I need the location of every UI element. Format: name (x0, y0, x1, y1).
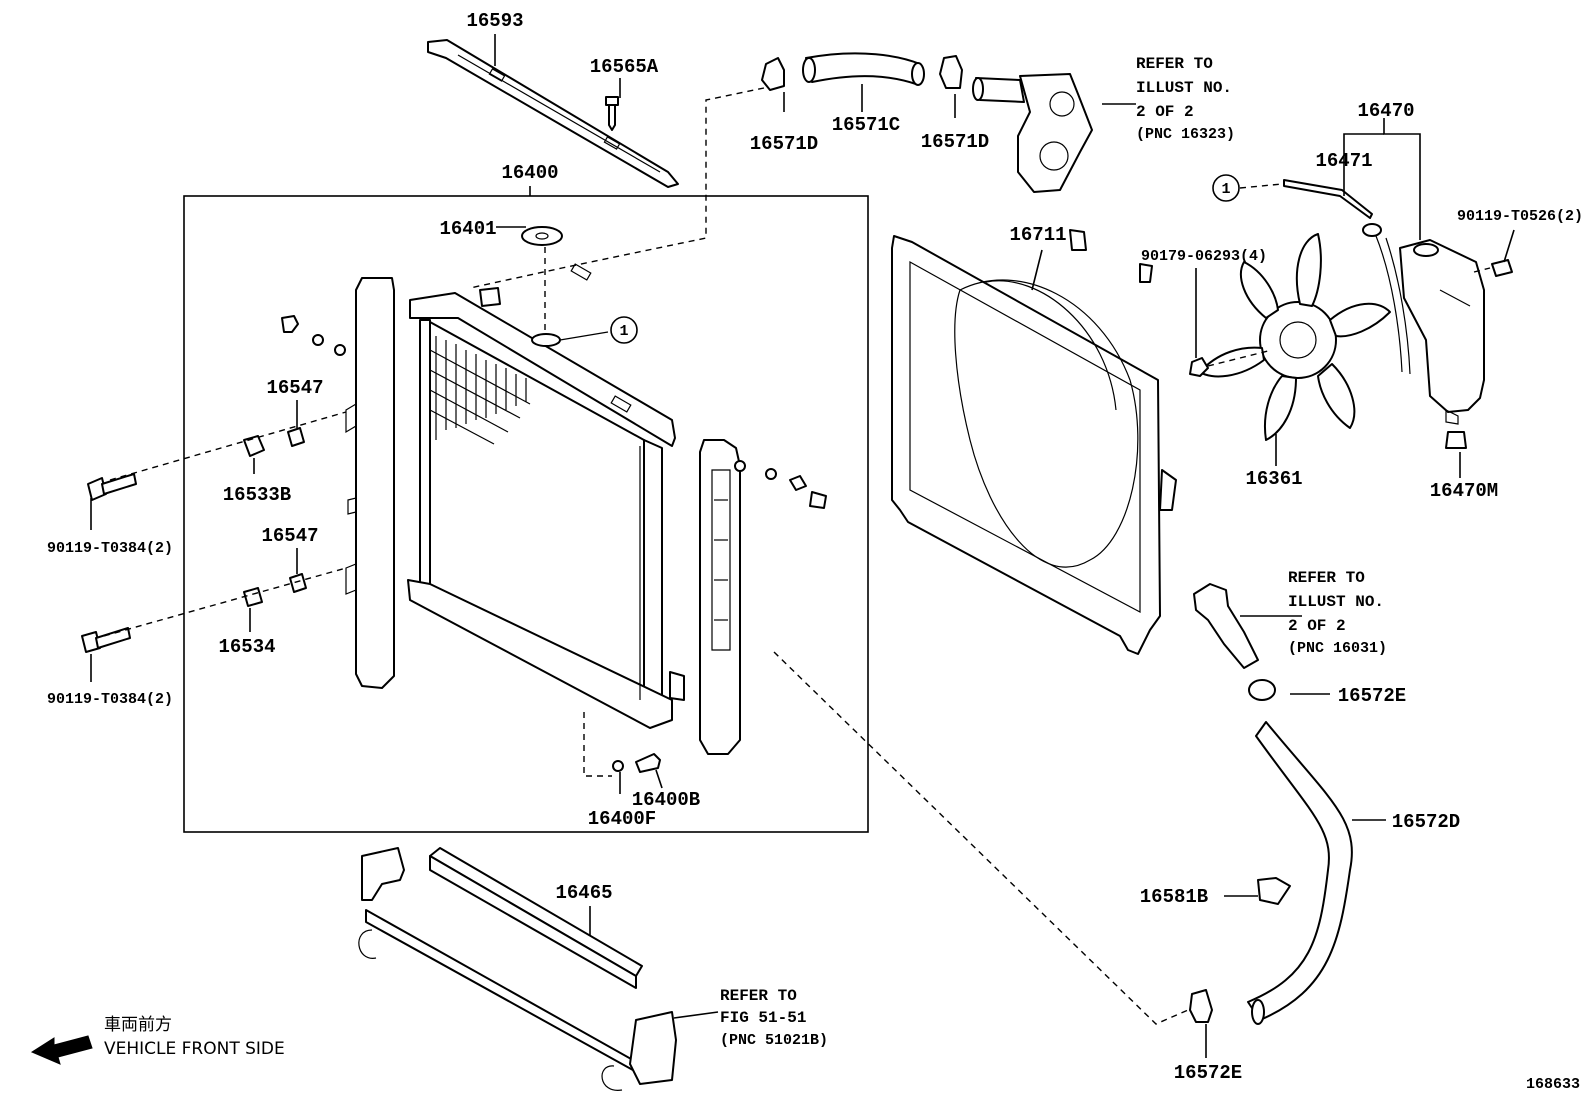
leader-lines (90, 34, 1515, 1058)
label-16572E-top: 16572E (1338, 685, 1406, 707)
svg-text:(PNC 16323): (PNC 16323) (1136, 126, 1235, 143)
label-16465: 16465 (555, 882, 612, 904)
lower-hose (1247, 721, 1353, 1025)
clip-16565A (605, 96, 619, 131)
label-16571D-right: 16571D (921, 131, 989, 153)
fan-nut (1189, 357, 1209, 377)
label-16547-lower: 16547 (261, 525, 318, 547)
label-90119-T0384-upper: 90119-T0384(2) (47, 540, 173, 557)
svg-text:REFER TO: REFER TO (1288, 569, 1365, 587)
label-16533B: 16533B (223, 484, 291, 506)
callout-marker-radiator: 1 (559, 316, 638, 344)
label-90179-06293: 90179-06293(4) (1141, 248, 1267, 265)
label-90119-T0526: 90119-T0526(2) (1457, 208, 1583, 225)
radiator-cap (521, 226, 563, 246)
svg-text:ILLUST NO.: ILLUST NO. (1136, 79, 1232, 97)
left-side-support (345, 277, 395, 689)
upper-hose (802, 52, 925, 86)
label-16470M: 16470M (1430, 480, 1498, 502)
svg-text:VEHICLE FRONT SIDE: VEHICLE FRONT SIDE (104, 1039, 285, 1059)
label-16565A: 16565A (590, 56, 659, 78)
label-16572E-bottom: 16572E (1174, 1062, 1242, 1084)
vehicle-front-legend: 車両前方 VEHICLE FRONT SIDE (30, 1015, 285, 1065)
right-side-support (699, 439, 741, 755)
hose-clip (1257, 877, 1291, 905)
svg-text:1: 1 (1221, 181, 1230, 198)
upper-hose-clamp-left (761, 57, 785, 91)
label-16571D-left: 16571D (750, 133, 818, 155)
svg-text:車両前方: 車両前方 (104, 1015, 172, 1035)
label-16400: 16400 (501, 162, 558, 184)
label-16534: 16534 (218, 636, 275, 658)
label-16361: 16361 (1245, 468, 1302, 490)
label-16400F: 16400F (588, 808, 656, 830)
svg-text:2 OF 2: 2 OF 2 (1288, 617, 1346, 635)
lower-frame-crossmember (358, 847, 677, 1091)
left-fasteners (81, 315, 346, 653)
label-16711: 16711 (1009, 224, 1066, 246)
filler-neck (531, 333, 561, 347)
top-support-part (427, 39, 679, 188)
right-fasteners (734, 460, 827, 509)
cooling-fan (1199, 233, 1391, 441)
label-16581B: 16581B (1140, 886, 1208, 908)
radiator-fins (429, 336, 641, 700)
lower-hose-clamp-top (1248, 679, 1276, 701)
upper-hose-clamp-right (939, 55, 963, 89)
reservoir-bolt (1491, 259, 1513, 277)
reservoir-tank (1399, 239, 1485, 425)
fan-shroud (891, 229, 1177, 655)
svg-text:FIG 51-51: FIG 51-51 (720, 1009, 806, 1027)
water-inlet (1193, 583, 1259, 669)
svg-text:REFER TO: REFER TO (1136, 55, 1213, 73)
lower-support-bar (429, 847, 643, 989)
svg-text:(PNC 16031): (PNC 16031) (1288, 640, 1387, 657)
label-16471: 16471 (1315, 150, 1372, 172)
reservoir-hose (1283, 179, 1411, 375)
label-16593: 16593 (466, 10, 523, 32)
label-16572D: 16572D (1392, 811, 1460, 833)
svg-text:2 OF 2: 2 OF 2 (1136, 103, 1194, 121)
svg-text:ILLUST NO.: ILLUST NO. (1288, 593, 1384, 611)
svg-text:REFER TO: REFER TO (720, 987, 797, 1005)
label-16547-upper: 16547 (266, 377, 323, 399)
svg-text:1: 1 (619, 323, 628, 340)
reference-note-top: REFER TO ILLUST NO. 2 OF 2 (PNC 16323) (1136, 55, 1235, 143)
label-16571C: 16571C (832, 114, 900, 136)
label-90119-T0384-lower: 90119-T0384(2) (47, 691, 173, 708)
drain-cock (612, 753, 661, 773)
reference-note-bottom: REFER TO FIG 51-51 (PNC 51021B) (720, 987, 828, 1049)
callout-marker-top: 1 (1212, 174, 1283, 202)
lower-hose-clamp-bottom (1189, 989, 1213, 1023)
svg-text:(PNC 51021B): (PNC 51021B) (720, 1032, 828, 1049)
front-arrow-icon (30, 1035, 93, 1065)
figure-id: 168633 (1526, 1076, 1580, 1093)
label-16401: 16401 (439, 218, 496, 240)
reference-note-mid: REFER TO ILLUST NO. 2 OF 2 (PNC 16031) (1288, 569, 1387, 657)
water-outlet-housing (972, 73, 1093, 193)
label-16470: 16470 (1357, 100, 1414, 122)
reservoir-grommet (1445, 431, 1467, 449)
radiator-assembly-box (183, 195, 869, 833)
radiator-core (407, 263, 685, 729)
label-16400B: 16400B (632, 789, 700, 811)
